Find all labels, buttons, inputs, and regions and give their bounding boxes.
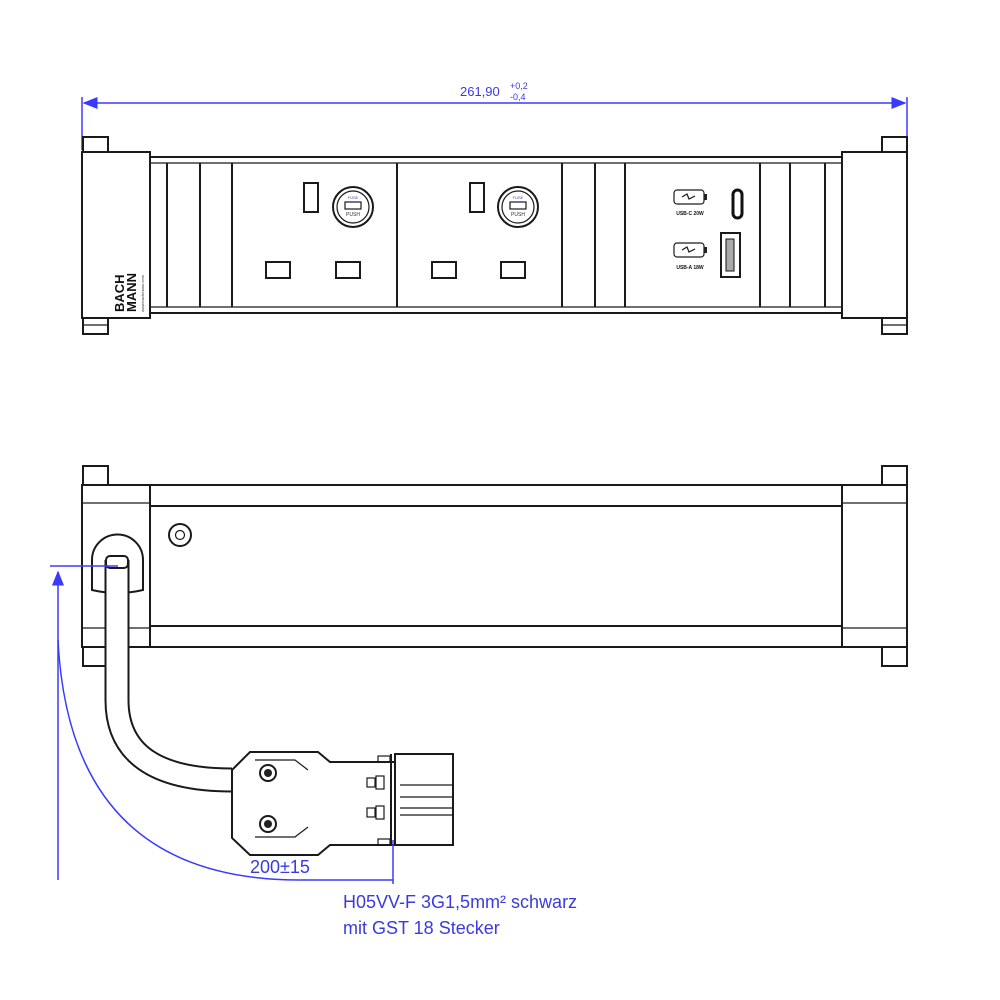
- mounting-tab: [881, 317, 908, 335]
- end-cap-right: [841, 484, 908, 648]
- live-slot: [265, 261, 291, 279]
- svg-text:MANN: MANN: [124, 273, 139, 312]
- usb-c-port: [731, 188, 744, 220]
- svg-text:BACH: BACH: [112, 274, 127, 312]
- earth-slot: [303, 182, 319, 213]
- fuse-holder-icon: [509, 201, 527, 210]
- cable-length-value: 200±15: [250, 857, 310, 877]
- fuse-holder-icon: [344, 201, 362, 210]
- mounting-tab: [82, 317, 109, 335]
- end-cap-right: [841, 151, 908, 319]
- bachmann-logo: BACH MANN www.bachmann.com: [112, 273, 145, 312]
- rail: [149, 156, 843, 314]
- usb-charge-icon: [673, 189, 707, 205]
- earth-slot: [469, 182, 485, 213]
- svg-text:PUSH: PUSH: [511, 212, 525, 218]
- svg-text:FUSE: FUSE: [348, 195, 359, 200]
- usb-charge-icon: [673, 242, 707, 258]
- svg-text:USB-A 18W: USB-A 18W: [676, 265, 704, 271]
- tolerance-lower: -0,4: [510, 92, 526, 102]
- cable-spec-line2: mit GST 18 Stecker: [343, 918, 500, 938]
- neutral-slot: [500, 261, 526, 279]
- cable-length-dimension: 200±15: [50, 565, 394, 884]
- neutral-slot: [335, 261, 361, 279]
- live-slot: [431, 261, 457, 279]
- uk-socket-2: FUSE PUSH: [431, 182, 539, 279]
- length-value: 261,90: [460, 84, 500, 99]
- svg-text:USB-C 20W: USB-C 20W: [676, 211, 704, 217]
- cable-spec-line1: H05VV-F 3G1,5mm² schwarz: [343, 892, 577, 912]
- top-view: BACH MANN www.bachmann.com FUSE PUSH FUS…: [81, 136, 908, 335]
- mounting-tab: [881, 136, 908, 154]
- mounting-tab: [82, 136, 109, 154]
- tolerance-upper: +0,2: [510, 81, 528, 91]
- uk-socket-1: FUSE PUSH: [265, 182, 374, 279]
- side-view: 200±15 H05VV-F 3G1,5mm² schwarz mit GST …: [50, 465, 908, 938]
- end-cap-left: [81, 151, 151, 319]
- usb-a-port: [720, 232, 741, 278]
- svg-text:www.bachmann.com: www.bachmann.com: [140, 274, 145, 312]
- gst18-connector: [231, 751, 454, 856]
- usb-module: USB-C 20W USB-A 18W: [673, 188, 744, 278]
- overall-length-dimension: 261,90 +0,2 -0,4: [81, 81, 908, 150]
- rail-side: [149, 484, 843, 648]
- screw-icon: [168, 523, 192, 547]
- svg-text:PUSH: PUSH: [346, 212, 360, 218]
- svg-text:FUSE: FUSE: [513, 195, 524, 200]
